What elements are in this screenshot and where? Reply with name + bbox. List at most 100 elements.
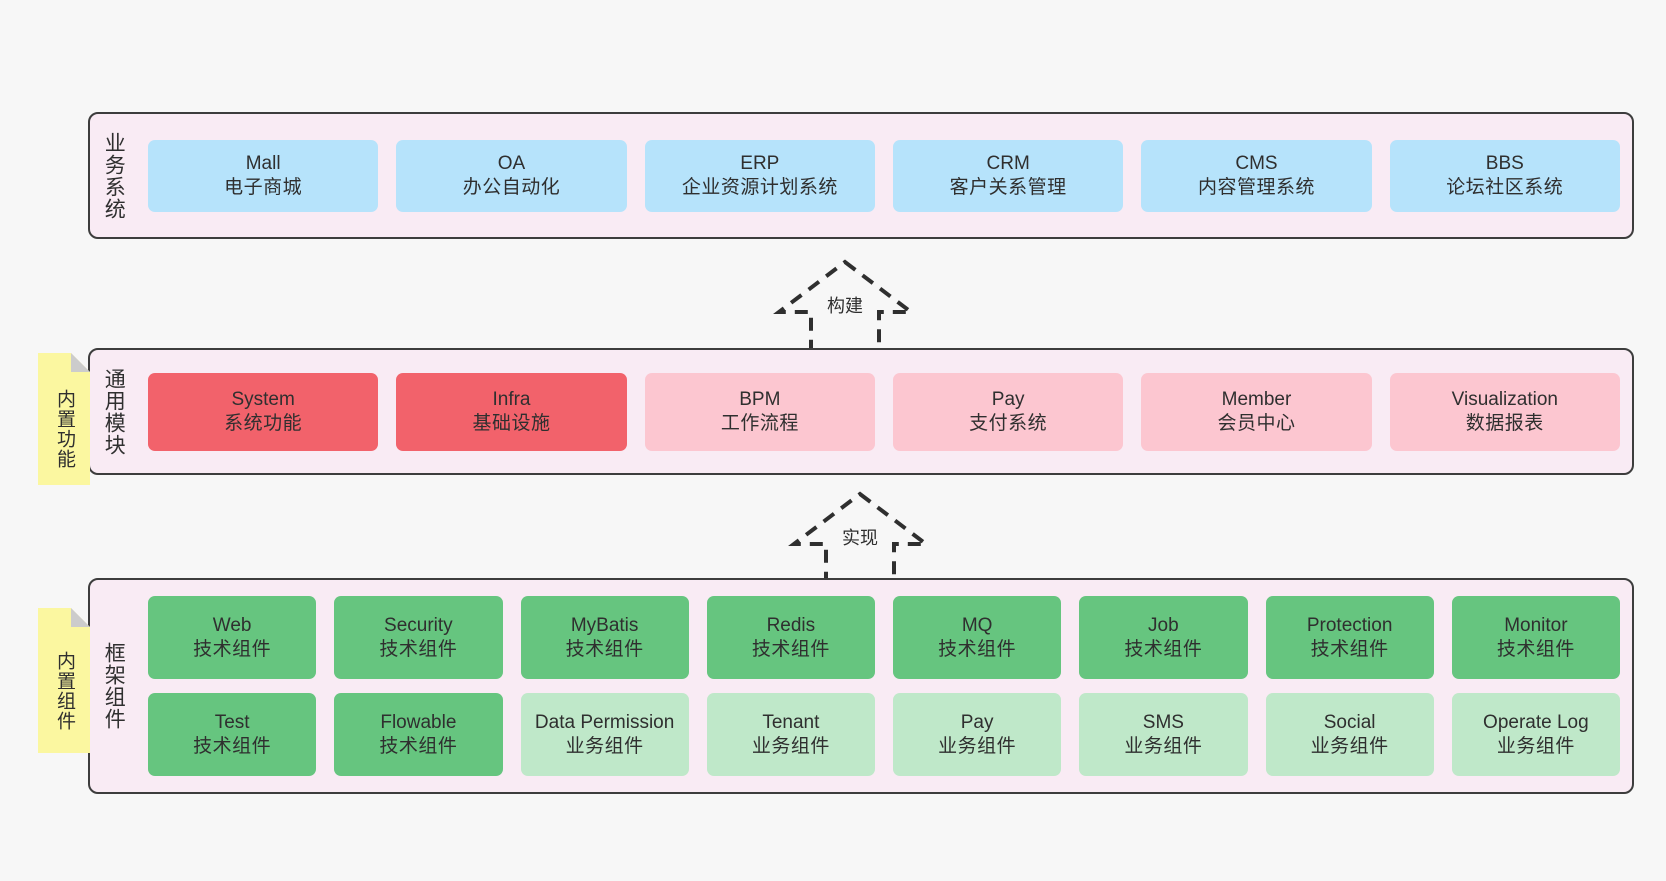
card-title: Social [1323,711,1376,733]
card-title: Member [1221,388,1292,410]
common-card-system[interactable]: System 系统功能 [148,372,379,451]
card-subtitle: 企业资源计划系统 [681,176,838,198]
framework-card-redis[interactable]: Redis 技术组件 [706,596,875,679]
card-title: Pay [991,388,1025,410]
card-title: System [231,388,295,410]
card-subtitle: 技术组件 [1124,638,1203,660]
note-builtin-component[interactable]: 内置组件 [38,608,90,753]
framework-card-protection[interactable]: Protection 技术组件 [1265,596,1434,679]
note-builtin-component-label: 内置组件 [54,650,76,731]
card-subtitle: 系统功能 [224,412,303,434]
card-subtitle: 技术组件 [938,638,1017,660]
framework-card-operate-log[interactable]: Operate Log 业务组件 [1451,693,1620,776]
card-subtitle: 基础设施 [472,412,551,434]
card-title: BPM [739,388,781,410]
card-title: Mall [245,152,281,174]
framework-card-social[interactable]: Social 业务组件 [1265,693,1434,776]
card-title: Monitor [1504,614,1568,636]
card-title: Test [214,711,250,733]
card-subtitle: 技术组件 [1310,638,1389,660]
framework-card-sms[interactable]: SMS 业务组件 [1079,693,1248,776]
layer-business-body: Mall 电子商城 OA 办公自动化 ERP 企业资源计划系统 CRM 客户关系… [136,114,1632,237]
card-subtitle: 论坛社区系统 [1446,176,1564,198]
card-subtitle: 会员中心 [1217,412,1296,434]
framework-card-monitor[interactable]: Monitor 技术组件 [1451,596,1620,679]
framework-row-technical: Web 技术组件 Security 技术组件 MyBatis 技术组件 Redi… [148,596,1620,679]
framework-card-mybatis[interactable]: MyBatis 技术组件 [520,596,689,679]
card-title: Job [1148,614,1179,636]
framework-card-pay[interactable]: Pay 业务组件 [893,693,1062,776]
layer-framework-body: Web 技术组件 Security 技术组件 MyBatis 技术组件 Redi… [136,580,1632,792]
arrow-realize-label: 实现 [842,528,878,548]
card-subtitle: 支付系统 [969,412,1048,434]
card-subtitle: 技术组件 [565,638,644,660]
card-title: Flowable [380,711,457,733]
layer-framework-title: 框架组件 [102,642,126,730]
framework-card-data-permission[interactable]: Data Permission 业务组件 [520,693,689,776]
card-subtitle: 数据报表 [1465,412,1544,434]
common-card-infra[interactable]: Infra 基础设施 [396,372,627,451]
business-card-crm[interactable]: CRM 客户关系管理 [892,139,1124,212]
card-title: Data Permission [534,711,675,733]
card-subtitle: 内容管理系统 [1197,176,1315,198]
business-card-oa[interactable]: OA 办公自动化 [396,139,627,212]
card-subtitle: 技术组件 [1496,638,1575,660]
arrow-build: 构建 [760,258,930,353]
card-title: OA [497,152,526,174]
layer-business-system: 业务系统 Mall 电子商城 OA 办公自动化 ERP 企业资源计划系统 CRM… [88,112,1634,239]
note-builtin-function[interactable]: 内置功能 [38,353,90,485]
framework-card-mq[interactable]: MQ 技术组件 [893,596,1062,679]
common-row: System 系统功能 Infra 基础设施 BPM 工作流程 Pay 支付系统… [148,372,1620,451]
common-card-visualization[interactable]: Visualization 数据报表 [1389,372,1620,451]
card-subtitle: 业务组件 [938,735,1017,757]
framework-card-flowable[interactable]: Flowable 技术组件 [334,693,503,776]
card-title: CRM [986,152,1030,174]
framework-card-test[interactable]: Test 技术组件 [148,693,317,776]
card-title: Infra [492,388,531,410]
framework-card-tenant[interactable]: Tenant 业务组件 [706,693,875,776]
card-title: Web [212,614,252,636]
layer-common-module: 通用模块 System 系统功能 Infra 基础设施 BPM 工作流程 Pay… [88,348,1634,475]
card-subtitle: 技术组件 [193,735,272,757]
card-subtitle: 业务组件 [1496,735,1575,757]
card-title: Security [384,614,453,636]
framework-card-security[interactable]: Security 技术组件 [334,596,503,679]
arrow-realize: 实现 [775,490,945,585]
note-builtin-function-label: 内置功能 [54,389,76,469]
framework-card-job[interactable]: Job 技术组件 [1079,596,1248,679]
layer-business-title: 业务系统 [102,131,126,220]
business-row: Mall 电子商城 OA 办公自动化 ERP 企业资源计划系统 CRM 客户关系… [148,139,1620,212]
card-subtitle: 技术组件 [751,638,830,660]
card-subtitle: 电子商城 [224,176,303,198]
card-subtitle: 业务组件 [751,735,830,757]
card-subtitle: 业务组件 [565,735,644,757]
card-title: SMS [1142,711,1184,733]
framework-card-web[interactable]: Web 技术组件 [148,596,317,679]
common-card-bpm[interactable]: BPM 工作流程 [644,372,875,451]
card-title: BBS [1485,152,1524,174]
business-card-erp[interactable]: ERP 企业资源计划系统 [644,139,875,212]
business-card-mall[interactable]: Mall 电子商城 [148,139,379,212]
card-title: Protection [1306,614,1393,636]
card-title: ERP [740,152,780,174]
card-subtitle: 业务组件 [1124,735,1203,757]
card-subtitle: 业务组件 [1310,735,1389,757]
layer-framework-component: 框架组件 Web 技术组件 Security 技术组件 MyBatis 技术组件… [88,578,1634,794]
sticky-note-icon [38,353,90,485]
arrow-build-label: 构建 [827,296,863,316]
business-card-cms[interactable]: CMS 内容管理系统 [1141,139,1372,212]
card-title: Tenant [762,711,820,733]
card-title: Visualization [1451,388,1558,410]
common-card-pay[interactable]: Pay 支付系统 [892,372,1124,451]
business-card-bbs[interactable]: BBS 论坛社区系统 [1389,139,1620,212]
card-title: MQ [961,614,993,636]
layer-common-body: System 系统功能 Infra 基础设施 BPM 工作流程 Pay 支付系统… [136,350,1632,473]
framework-row-business: Test 技术组件 Flowable 技术组件 Data Permission … [148,693,1620,776]
card-title: Pay [960,711,994,733]
common-card-member[interactable]: Member 会员中心 [1141,372,1372,451]
card-title: CMS [1235,152,1278,174]
layer-common-title: 通用模块 [102,367,126,456]
card-title: Redis [766,614,816,636]
card-subtitle: 客户关系管理 [949,176,1067,198]
